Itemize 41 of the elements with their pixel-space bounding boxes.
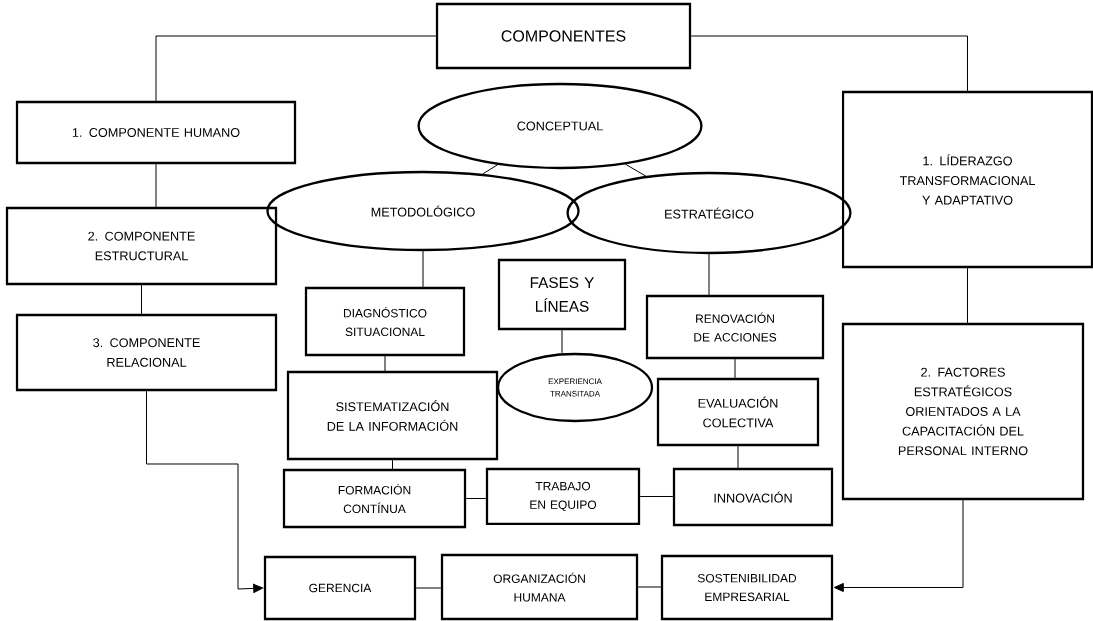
process-box: 2. FACTORES ESTRATÉGICOS ORIENTADOS A LA CAPACITACIÓN DEL PERSONAL INTERNO xyxy=(841,322,1085,501)
arrow xyxy=(833,499,964,592)
process-box: GERENCIA xyxy=(263,555,417,621)
connector-line xyxy=(384,355,386,372)
process-box: INNOVACIÓN xyxy=(672,467,834,527)
connector-line xyxy=(708,253,710,296)
process-box: 1. LÍDERAZGO TRANSFORMACIONAL Y ADAPTATIVO xyxy=(841,90,1093,269)
connector-line xyxy=(637,586,662,588)
connector-line xyxy=(625,163,647,177)
connector-line xyxy=(639,496,674,497)
process-box: SOSTENIBILIDAD EMPRESARIAL xyxy=(660,554,834,621)
connector-line xyxy=(561,329,563,354)
connector-line xyxy=(734,358,736,379)
ellipse-node: METODOLÓGICO xyxy=(266,170,580,252)
connector-line xyxy=(465,498,487,499)
process-box: FORMACIÓN CONTÍNUA xyxy=(282,468,467,529)
connector-line xyxy=(690,35,968,92)
process-box: EVALUACIÓN COLECTIVA xyxy=(656,377,820,447)
process-box: SISTEMATIZACIÓN DE LA INFORMACIÓN xyxy=(286,370,499,461)
process-box: ORGANIZACIÓN HUMANA xyxy=(440,553,639,621)
connector-line xyxy=(737,445,739,469)
process-box: 2. COMPONENTE ESTRUCTURAL xyxy=(5,206,278,286)
process-box: TRABAJO EN EQUIPO xyxy=(485,467,641,526)
connector-line xyxy=(415,587,442,589)
ellipse-node: ESTRATÉGICO xyxy=(566,171,852,255)
connector-line xyxy=(141,284,142,315)
process-box: 1. COMPONENTE HUMANO xyxy=(15,100,297,165)
connector-line xyxy=(422,250,424,288)
ellipse-node: EXPERIENCIA TRANSITADA xyxy=(496,352,654,423)
process-box: DIAGNÓSTICO SITUACIONAL xyxy=(304,286,466,357)
connector-line xyxy=(392,459,393,470)
connector-line xyxy=(482,164,498,175)
process-box: 3. COMPONENTE RELACIONAL xyxy=(15,313,278,392)
connector-line xyxy=(155,163,157,208)
process-box: FASES Y LÍNEAS xyxy=(497,258,627,331)
arrow xyxy=(146,390,264,593)
connector-line xyxy=(967,267,968,324)
connector-line xyxy=(155,35,437,102)
process-box: COMPONENTES xyxy=(435,2,692,70)
process-box: RENOVACIÓN DE ACCIONES xyxy=(645,294,825,360)
ellipse-node: CONCEPTUAL xyxy=(417,82,703,170)
